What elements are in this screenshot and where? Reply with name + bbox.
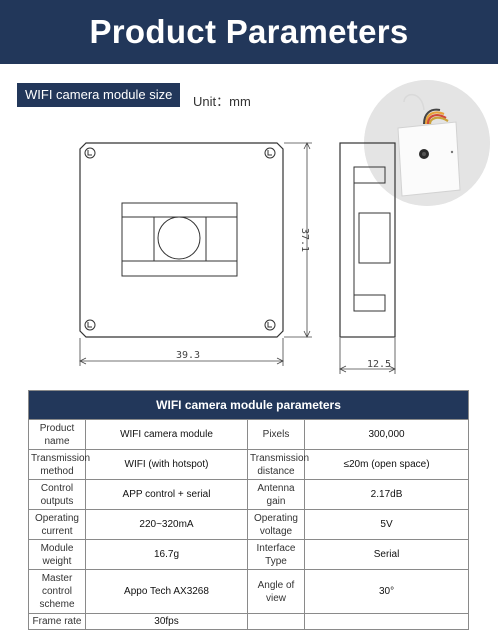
param-label: Operating voltage bbox=[247, 509, 305, 540]
param-value: WIFI camera module bbox=[85, 419, 248, 450]
param-label: Antenna gain bbox=[247, 479, 305, 510]
table-row: Product name WIFI camera module Pixels 3… bbox=[28, 419, 470, 450]
width-dimension bbox=[79, 338, 284, 366]
param-value: 2.17dB bbox=[303, 479, 470, 510]
param-label: Product name bbox=[28, 419, 86, 450]
param-label: Control outputs bbox=[28, 479, 86, 510]
table-row: Transmission method WIFI (with hotspot) … bbox=[28, 449, 470, 480]
param-value: 30° bbox=[303, 569, 470, 614]
header-banner: Product Parameters bbox=[0, 0, 498, 64]
mounting-holes bbox=[84, 147, 276, 331]
side-view-details bbox=[353, 166, 391, 312]
lens-block bbox=[121, 202, 238, 277]
param-label: Frame rate bbox=[28, 613, 86, 630]
width-dimension-label: 39.3 bbox=[176, 350, 200, 361]
param-value: APP control + serial bbox=[85, 479, 248, 510]
unit-label: Unit：mm bbox=[193, 94, 251, 109]
param-value: 220~320mA bbox=[85, 509, 248, 540]
param-label: Master control scheme bbox=[28, 569, 86, 614]
param-value: 300,000 bbox=[303, 419, 470, 450]
parameters-table: WIFI camera module parameters Product na… bbox=[27, 390, 470, 630]
param-value: 5V bbox=[303, 509, 470, 540]
height-dimension-label: 37.1 bbox=[299, 228, 310, 252]
side-view-outline bbox=[339, 142, 396, 338]
section-tag: WIFI camera module size bbox=[17, 83, 181, 107]
param-value: ≤20m (open space) bbox=[303, 449, 470, 480]
front-view-outline bbox=[79, 142, 284, 338]
table-row: Master control scheme Appo Tech AX3268 A… bbox=[28, 569, 470, 614]
param-label: Transmission distance bbox=[247, 449, 309, 480]
depth-dimension bbox=[339, 338, 396, 374]
param-value: 30fps bbox=[85, 613, 248, 630]
param-value: Appo Tech AX3268 bbox=[85, 569, 248, 614]
table-row: Operating current 220~320mA Operating vo… bbox=[28, 509, 470, 540]
param-value: 16.7g bbox=[85, 539, 248, 570]
table-row: Control outputs APP control + serial Ant… bbox=[28, 479, 470, 510]
param-label: Pixels bbox=[247, 419, 305, 450]
table-title: WIFI camera module parameters bbox=[27, 390, 470, 420]
param-label: Transmission method bbox=[28, 449, 90, 480]
param-value bbox=[303, 613, 470, 630]
param-label: Module weight bbox=[28, 539, 86, 570]
param-value: Serial bbox=[303, 539, 470, 570]
page-title: Product Parameters bbox=[89, 13, 409, 50]
param-label: Angle of view bbox=[247, 569, 305, 614]
depth-dimension-label: 12.5 bbox=[367, 359, 391, 370]
param-label: Interface Type bbox=[247, 539, 305, 570]
param-label: Operating current bbox=[28, 509, 86, 540]
height-dimension bbox=[284, 142, 312, 338]
table-row: Module weight 16.7g Interface Type Seria… bbox=[28, 539, 470, 570]
param-label bbox=[247, 613, 305, 630]
param-value: WIFI (with hotspot) bbox=[85, 449, 248, 480]
table-row: Frame rate 30fps bbox=[28, 613, 470, 630]
dimension-drawing: 37.1 39.3 12.5 bbox=[79, 142, 396, 374]
